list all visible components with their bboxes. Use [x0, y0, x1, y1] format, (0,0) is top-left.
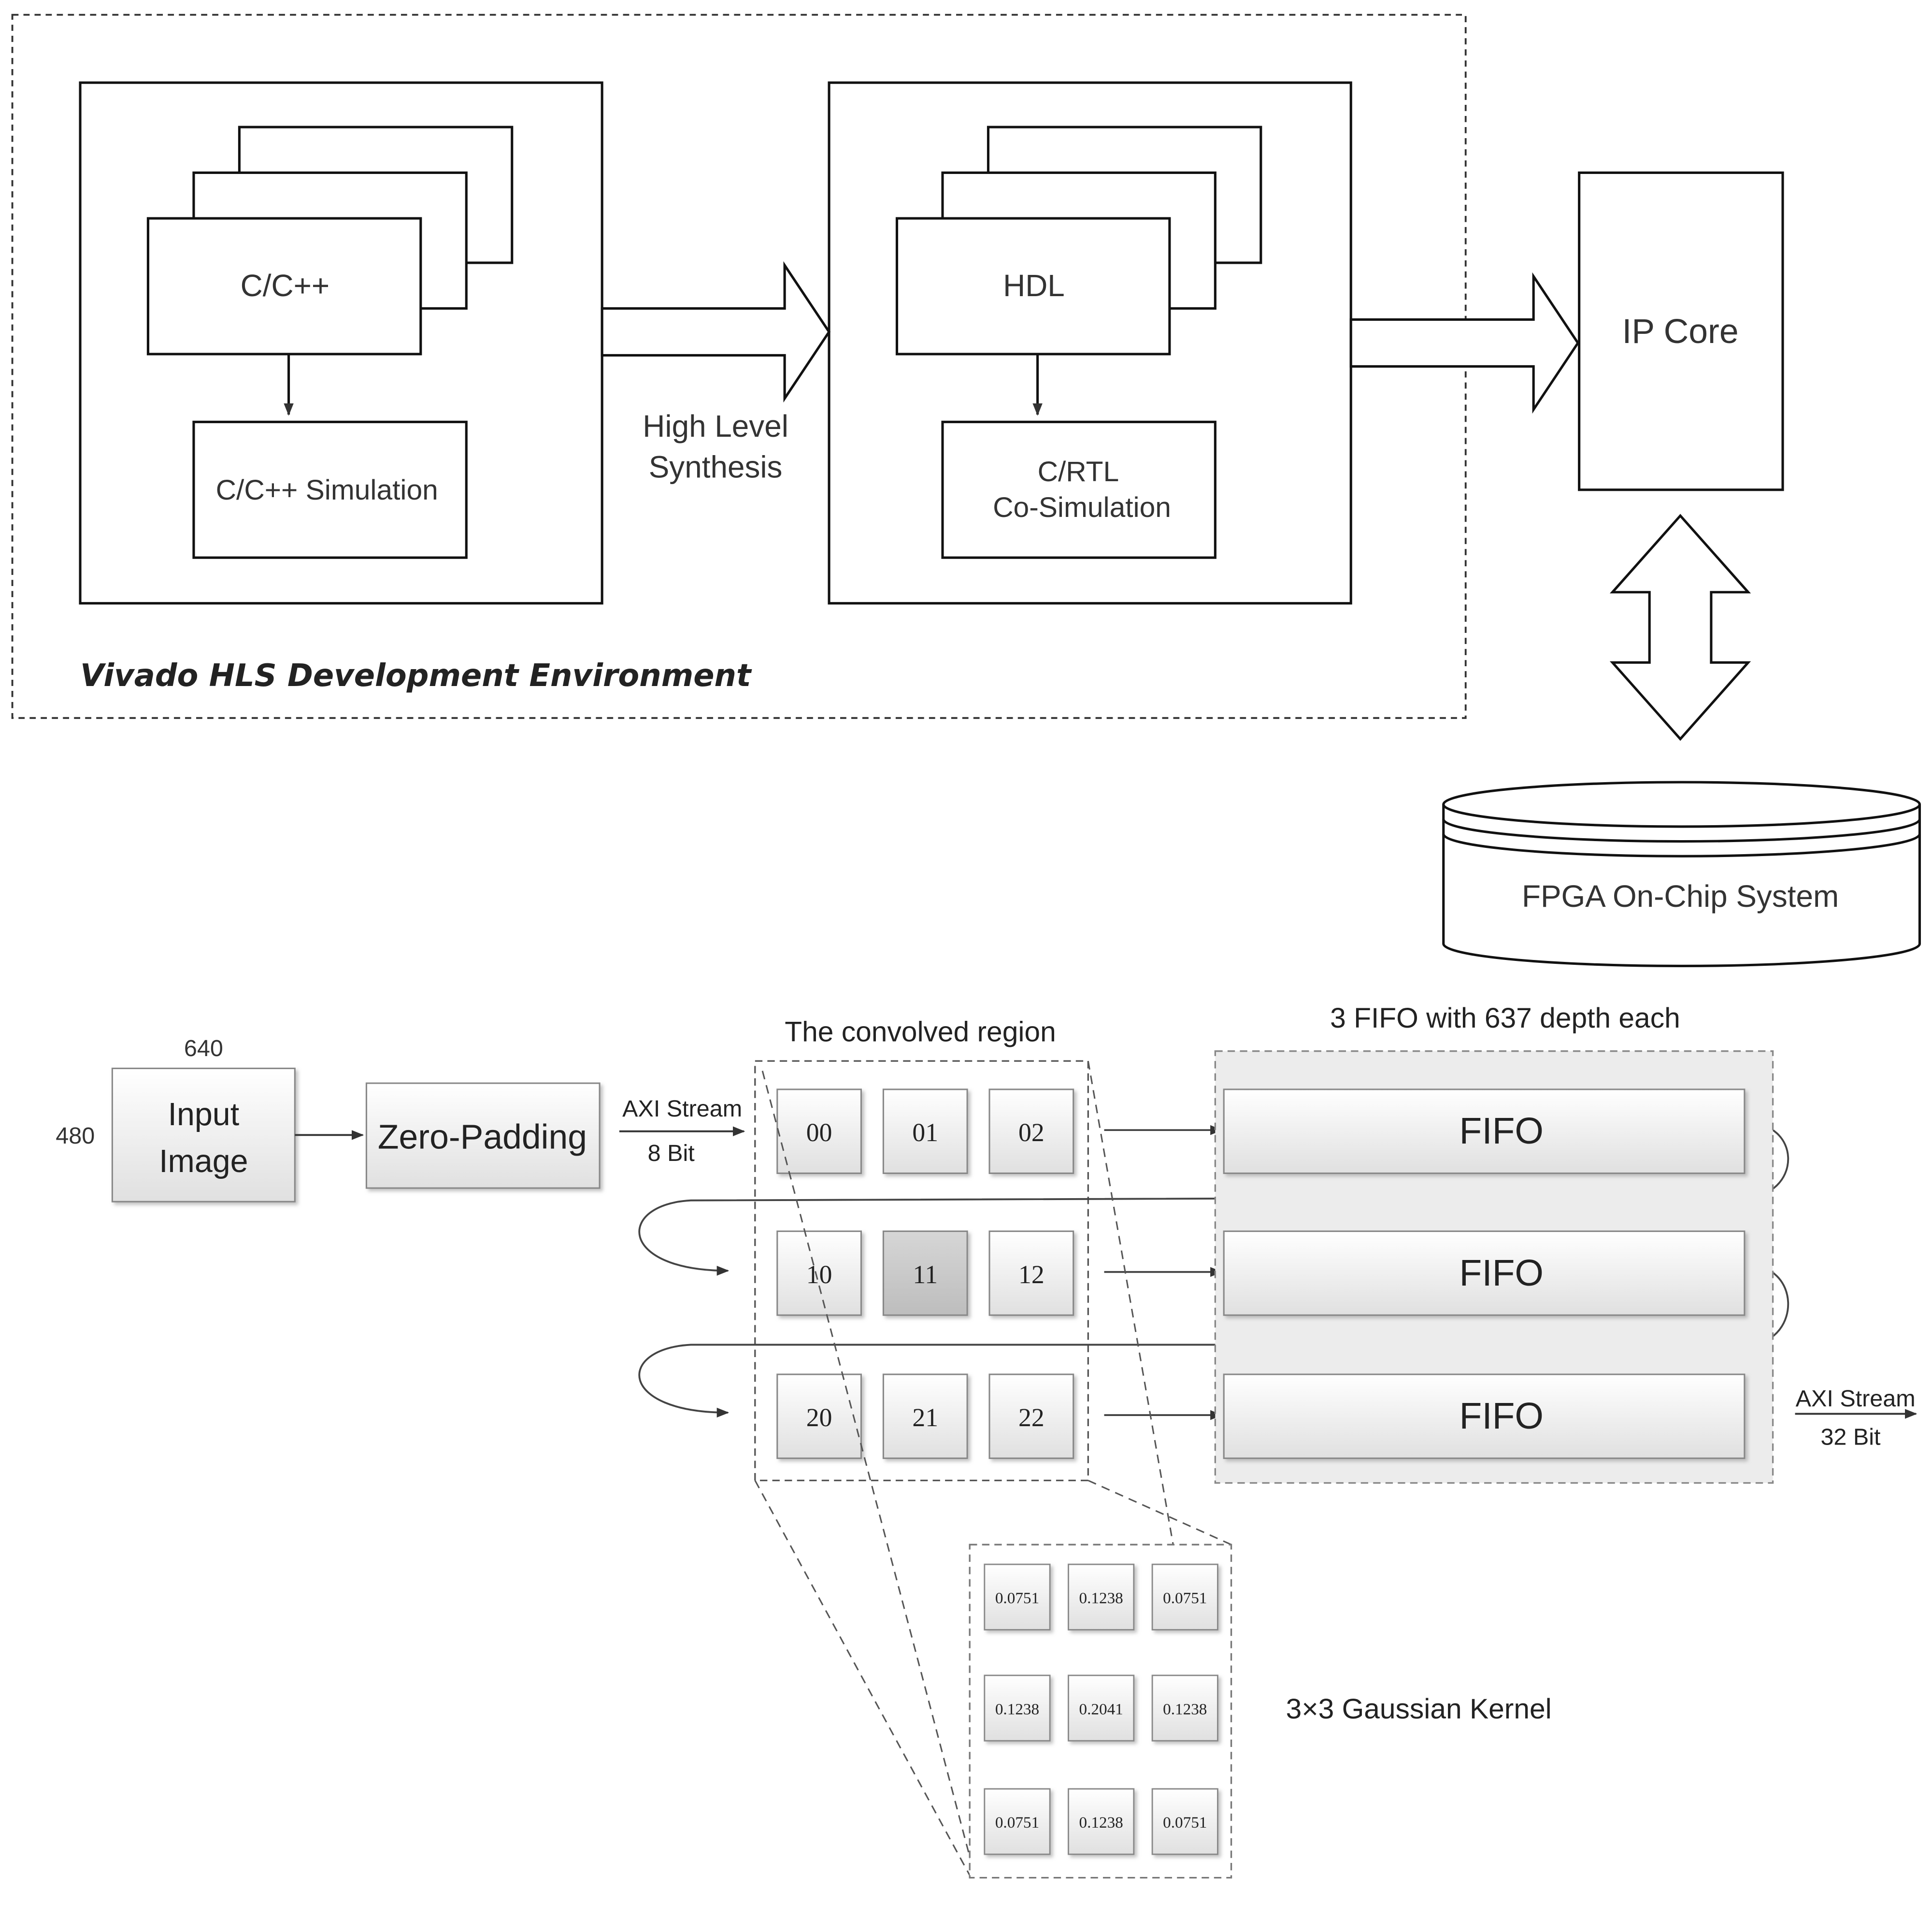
- fifo-group-title: 3 FIFO with 637 depth each: [1330, 1002, 1680, 1034]
- hls-arrow-label-line1: High Level: [643, 409, 788, 444]
- axi-out-label-line2: 32 Bit: [1820, 1424, 1881, 1450]
- fifo-buffer: FIFO: [1223, 1374, 1746, 1459]
- ip-core-label: IP Core: [1622, 312, 1739, 351]
- input-image-label-line1: Input: [168, 1097, 240, 1132]
- hls-arrow-label-line2: Synthesis: [649, 449, 783, 484]
- vivado-hls-section: C/C++ C/C++ Simulation High Level Synthe…: [11, 14, 1921, 968]
- convolved-region-border: [754, 1060, 1089, 1482]
- kernel-cell: 0.2041: [1068, 1674, 1135, 1742]
- hdl-label: HDL: [1003, 268, 1065, 303]
- export-ip-arrow: [1349, 272, 1580, 414]
- kernel-weight: 0.1238: [1079, 1814, 1123, 1832]
- fifo-buffer: FIFO: [1223, 1088, 1746, 1174]
- window-cell: 11: [882, 1231, 968, 1316]
- ip-core-box: [1578, 171, 1784, 491]
- cosim-label-line1: C/RTL: [1038, 456, 1119, 487]
- kernel-weight: 0.2041: [1079, 1700, 1123, 1718]
- window-cell-label: 02: [1018, 1118, 1045, 1147]
- convolved-region-title: The convolved region: [785, 1016, 1056, 1047]
- window-cell: 22: [988, 1374, 1074, 1459]
- cpp-simulation-label: C/C++ Simulation: [216, 474, 438, 506]
- kernel-grid: 0.0751 0.1238 0.0751 0.1238 0.2041 0.1238 0.07…: [984, 1563, 1218, 1855]
- cosim-box: [941, 420, 1216, 559]
- window-cell-label: 00: [806, 1118, 832, 1147]
- kernel-title: 3×3 Gaussian Kernel: [1286, 1693, 1552, 1725]
- kernel-cell: 0.0751: [1151, 1788, 1218, 1855]
- axi-in-label-line2: 8 Bit: [648, 1140, 695, 1166]
- window-grid: 00 01 02 10 11 12 20 21 22: [776, 1088, 1074, 1459]
- cosim-label-line2: Co-Simulation: [993, 492, 1171, 523]
- fifo-stack: FIFO FIFO FIFO: [1223, 1088, 1746, 1459]
- window-cell-label: 01: [912, 1118, 938, 1147]
- fifo-buffer: FIFO: [1223, 1231, 1746, 1316]
- kernel-weight: 0.0751: [995, 1814, 1039, 1832]
- fpga-system-label: FPGA On-Chip System: [1522, 879, 1839, 914]
- ip-fpga-double-arrow: [1609, 514, 1751, 741]
- hls-synthesis-arrow: [601, 261, 831, 403]
- kernel-cell: 0.0751: [984, 1563, 1051, 1631]
- kernel-weight: 0.1238: [995, 1700, 1039, 1718]
- window-cell: 10: [776, 1231, 862, 1316]
- kernel-cell: 0.1238: [1068, 1788, 1135, 1855]
- kernel-weight: 0.1238: [1163, 1700, 1207, 1718]
- window-cell-label: 12: [1018, 1260, 1045, 1289]
- kernel-weight: 0.0751: [1163, 1814, 1207, 1832]
- cpp-simulation-box: [192, 420, 468, 559]
- window-cell: 12: [988, 1231, 1074, 1316]
- window-cell: 21: [882, 1374, 968, 1459]
- cpp-label: C/C++: [241, 268, 329, 303]
- kernel-cell: 0.1238: [984, 1674, 1051, 1742]
- fifo-label: FIFO: [1460, 1396, 1544, 1437]
- row0-wrap-curve: [638, 1121, 1789, 1276]
- fifo-label: FIFO: [1460, 1111, 1544, 1152]
- window-cell: 00: [776, 1088, 862, 1174]
- zero-padding-box: [365, 1082, 601, 1189]
- input-width-label: 640: [184, 1035, 223, 1061]
- window-cell-label: 20: [806, 1403, 832, 1432]
- gaussian-pipeline-section: 640 480 Input Image Zero-Padding AXI Str…: [56, 1002, 1918, 1879]
- kernel-cell: 0.1238: [1151, 1674, 1218, 1742]
- window-cell-label: 22: [1018, 1403, 1045, 1432]
- kernel-cell: 0.0751: [984, 1788, 1051, 1855]
- hdl-source-box: [895, 217, 1171, 356]
- window-cell: 01: [882, 1088, 968, 1174]
- input-image-label-line2: Image: [159, 1144, 248, 1179]
- fifo-label: FIFO: [1460, 1253, 1544, 1294]
- window-cell-label: 21: [912, 1403, 938, 1432]
- kernel-cell: 0.1238: [1068, 1563, 1135, 1631]
- window-cell: 20: [776, 1374, 862, 1459]
- input-height-label: 480: [56, 1123, 95, 1149]
- input-image-box: [111, 1067, 296, 1202]
- kernel-cell: 0.0751: [1151, 1563, 1218, 1631]
- kernel-weight: 0.1238: [1079, 1589, 1123, 1607]
- kernel-weight: 0.0751: [1163, 1589, 1207, 1607]
- cpp-source-box: [146, 217, 422, 356]
- zero-padding-label: Zero-Padding: [378, 1117, 587, 1156]
- window-cell-label: 10: [806, 1260, 832, 1289]
- row1-wrap-curve: [638, 1263, 1789, 1418]
- hls-environment-border: [11, 14, 1467, 719]
- fpga-system-cylinder: [1442, 781, 1921, 968]
- window-cell: 02: [988, 1088, 1074, 1174]
- hls-environment-label: Vivado HLS Development Environment: [80, 658, 752, 694]
- axi-in-label-line1: AXI Stream: [622, 1096, 742, 1122]
- axi-out-label-line1: AXI Stream: [1796, 1386, 1916, 1412]
- kernel-weight: 0.0751: [995, 1589, 1039, 1607]
- window-cell-label: 11: [913, 1260, 938, 1289]
